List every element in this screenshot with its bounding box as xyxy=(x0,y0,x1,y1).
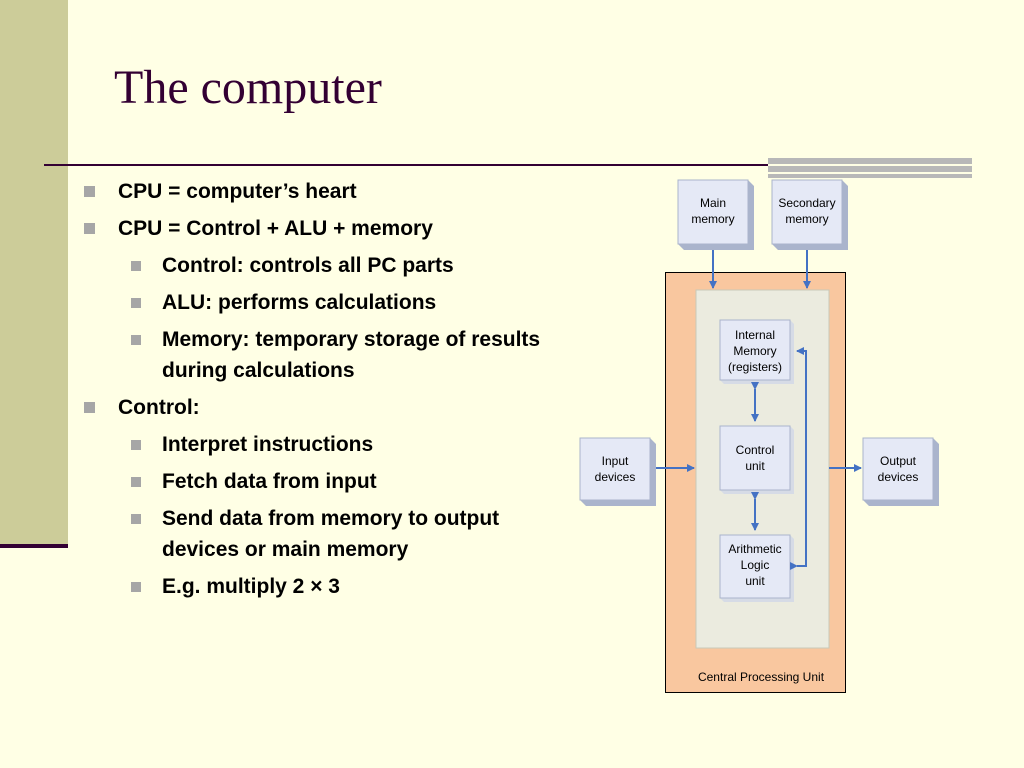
main-memory-label-line1: Main xyxy=(700,196,726,210)
input-devices-box: Input devices xyxy=(579,437,656,506)
main-memory-box: Main memory xyxy=(677,179,754,250)
bullet-item: CPU = computer’s heart xyxy=(84,176,544,207)
internal-memory-label-line3: (registers) xyxy=(728,360,782,374)
sub-bullet-item: Fetch data from input xyxy=(84,466,544,497)
slide-title: The computer xyxy=(114,61,382,114)
sub-bullet-item: E.g. multiply 2 × 3 xyxy=(84,571,544,602)
secondary-memory-label-line2: memory xyxy=(785,212,828,226)
alu-box: Arithmetic Logic unit xyxy=(719,534,794,602)
internal-memory-label-line2: Memory xyxy=(733,344,776,358)
sub-bullet-item: Memory: temporary storage of results dur… xyxy=(84,324,544,386)
main-memory-label-line2: memory xyxy=(691,212,734,226)
title-accent-stripes xyxy=(768,158,972,178)
alu-label-line2: Logic xyxy=(741,558,770,572)
bullet-item: Control: xyxy=(84,392,544,423)
output-devices-label-line2: devices xyxy=(878,470,919,484)
secondary-memory-label-line1: Secondary xyxy=(778,196,835,210)
control-unit-box: Control unit xyxy=(719,425,794,494)
control-unit-label-line2: unit xyxy=(745,459,765,473)
side-band xyxy=(0,0,68,548)
bullet-item: CPU = Control + ALU + memory xyxy=(84,213,544,244)
bullet-list: CPU = computer’s heart CPU = Control + A… xyxy=(84,176,544,608)
secondary-memory-box: Secondary memory xyxy=(771,179,848,250)
output-devices-label-line1: Output xyxy=(880,454,917,468)
input-devices-label-line1: Input xyxy=(602,454,629,468)
sub-bullet-item: Send data from memory to output devices … xyxy=(84,503,544,565)
sub-bullet-item: Interpret instructions xyxy=(84,429,544,460)
title-rule xyxy=(44,164,972,166)
output-devices-box: Output devices xyxy=(862,437,939,506)
cpu-label: Central Processing Unit xyxy=(698,670,825,684)
sub-bullet-item: ALU: performs calculations xyxy=(84,287,544,318)
alu-label-line1: Arithmetic xyxy=(728,542,781,556)
side-rule xyxy=(0,544,68,548)
internal-memory-label-line1: Internal xyxy=(735,328,775,342)
arrow-alu-memory-loop xyxy=(790,347,807,570)
sub-bullet-item: Control: controls all PC parts xyxy=(84,250,544,281)
alu-label-line3: unit xyxy=(745,574,765,588)
control-unit-label-line1: Control xyxy=(736,443,775,457)
input-devices-label-line2: devices xyxy=(595,470,636,484)
internal-memory-box: Internal Memory (registers) xyxy=(719,319,794,384)
